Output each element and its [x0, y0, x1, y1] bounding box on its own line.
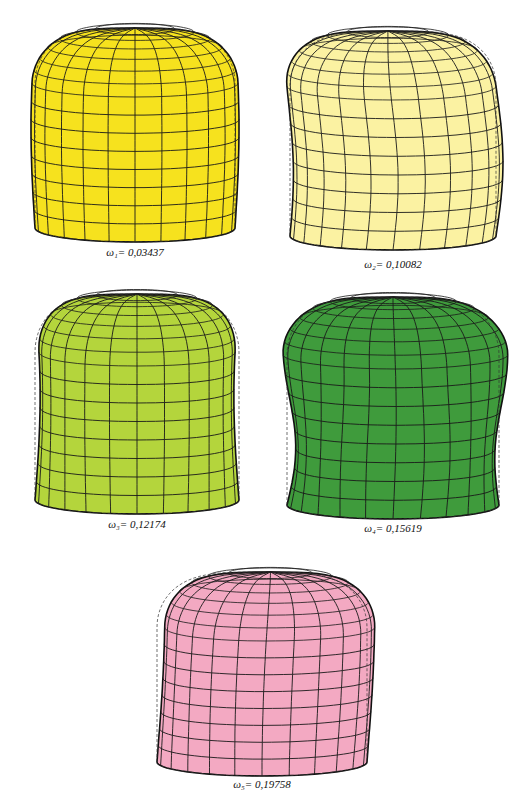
grid-meridian — [49, 294, 137, 507]
grid-meridian — [110, 294, 138, 514]
grid-meridian — [388, 31, 472, 246]
grid-meridian — [317, 31, 388, 246]
grid-meridian — [188, 572, 271, 772]
grid-meridian — [235, 572, 271, 776]
grid-meridian — [393, 297, 450, 517]
grid-meridian — [210, 572, 271, 774]
frequency-label: ω₃= 0,12174 — [106, 518, 168, 530]
grid-meridian — [301, 31, 388, 243]
grid-meridian — [137, 294, 189, 512]
grid-meridian — [137, 294, 225, 507]
frequency-label: ω₂= 0,10082 — [362, 258, 424, 270]
grid-meridian — [393, 297, 396, 519]
grid-meridian — [318, 297, 393, 515]
tank-shell — [35, 294, 239, 514]
grid-meridian — [135, 28, 225, 235]
grid-meridian — [270, 572, 360, 769]
grid-meridian — [339, 31, 388, 248]
grid-meridian — [388, 31, 500, 240]
tank-shell — [31, 28, 239, 242]
tank-shell — [287, 31, 503, 250]
grid-meridian — [39, 294, 138, 504]
grid-meridian — [262, 572, 270, 776]
grid-meridian — [171, 572, 270, 769]
frequency-label: ω₄= 0,15619 — [362, 522, 424, 534]
grid-meridian — [85, 294, 137, 512]
grid-meridian — [135, 28, 187, 240]
grid-meridian — [135, 28, 209, 238]
undeformed-outline — [35, 294, 239, 514]
grid-meridian — [135, 28, 136, 242]
undeformed-outline — [287, 297, 499, 519]
grid-meridian — [270, 572, 320, 774]
grid-meridian — [364, 31, 388, 250]
grid-meridian — [393, 297, 503, 509]
grid-meridian — [270, 572, 343, 772]
grid-meridian — [393, 297, 424, 519]
grid-meridian — [137, 294, 236, 504]
grid-meridian — [270, 572, 371, 766]
grid-meridian — [135, 28, 162, 242]
undeformed-outline — [35, 28, 235, 242]
grid-meridian — [65, 294, 137, 510]
grid-meridian — [388, 31, 489, 243]
grid-meridian — [137, 294, 209, 510]
grid-meridian — [270, 572, 294, 776]
grid-ring — [171, 602, 368, 615]
grid-meridian — [388, 31, 398, 250]
grid-meridian — [340, 297, 393, 517]
grid-meridian — [301, 297, 393, 512]
grid-meridian — [137, 294, 138, 514]
grid-meridian — [366, 297, 393, 519]
undeformed-outline — [290, 31, 496, 250]
grid-meridian — [388, 31, 451, 248]
tank-shell — [283, 297, 508, 519]
grid-meridian — [137, 294, 165, 514]
grid-meridian — [108, 28, 135, 242]
grid-meridian — [161, 572, 271, 766]
grid-meridian — [388, 31, 425, 250]
frequency-label: ω₅= 0,19758 — [231, 778, 293, 790]
grid-meridian — [35, 28, 136, 232]
tank-shell — [157, 572, 375, 776]
grid-meridian — [393, 297, 471, 515]
grid-meridian — [135, 28, 236, 232]
grid-meridian — [45, 28, 135, 235]
grid-meridian — [62, 28, 136, 238]
undeformed-outline — [157, 572, 367, 776]
grid-meridian — [393, 297, 490, 512]
frequency-label: ω₁= 0,03437 — [104, 246, 166, 258]
